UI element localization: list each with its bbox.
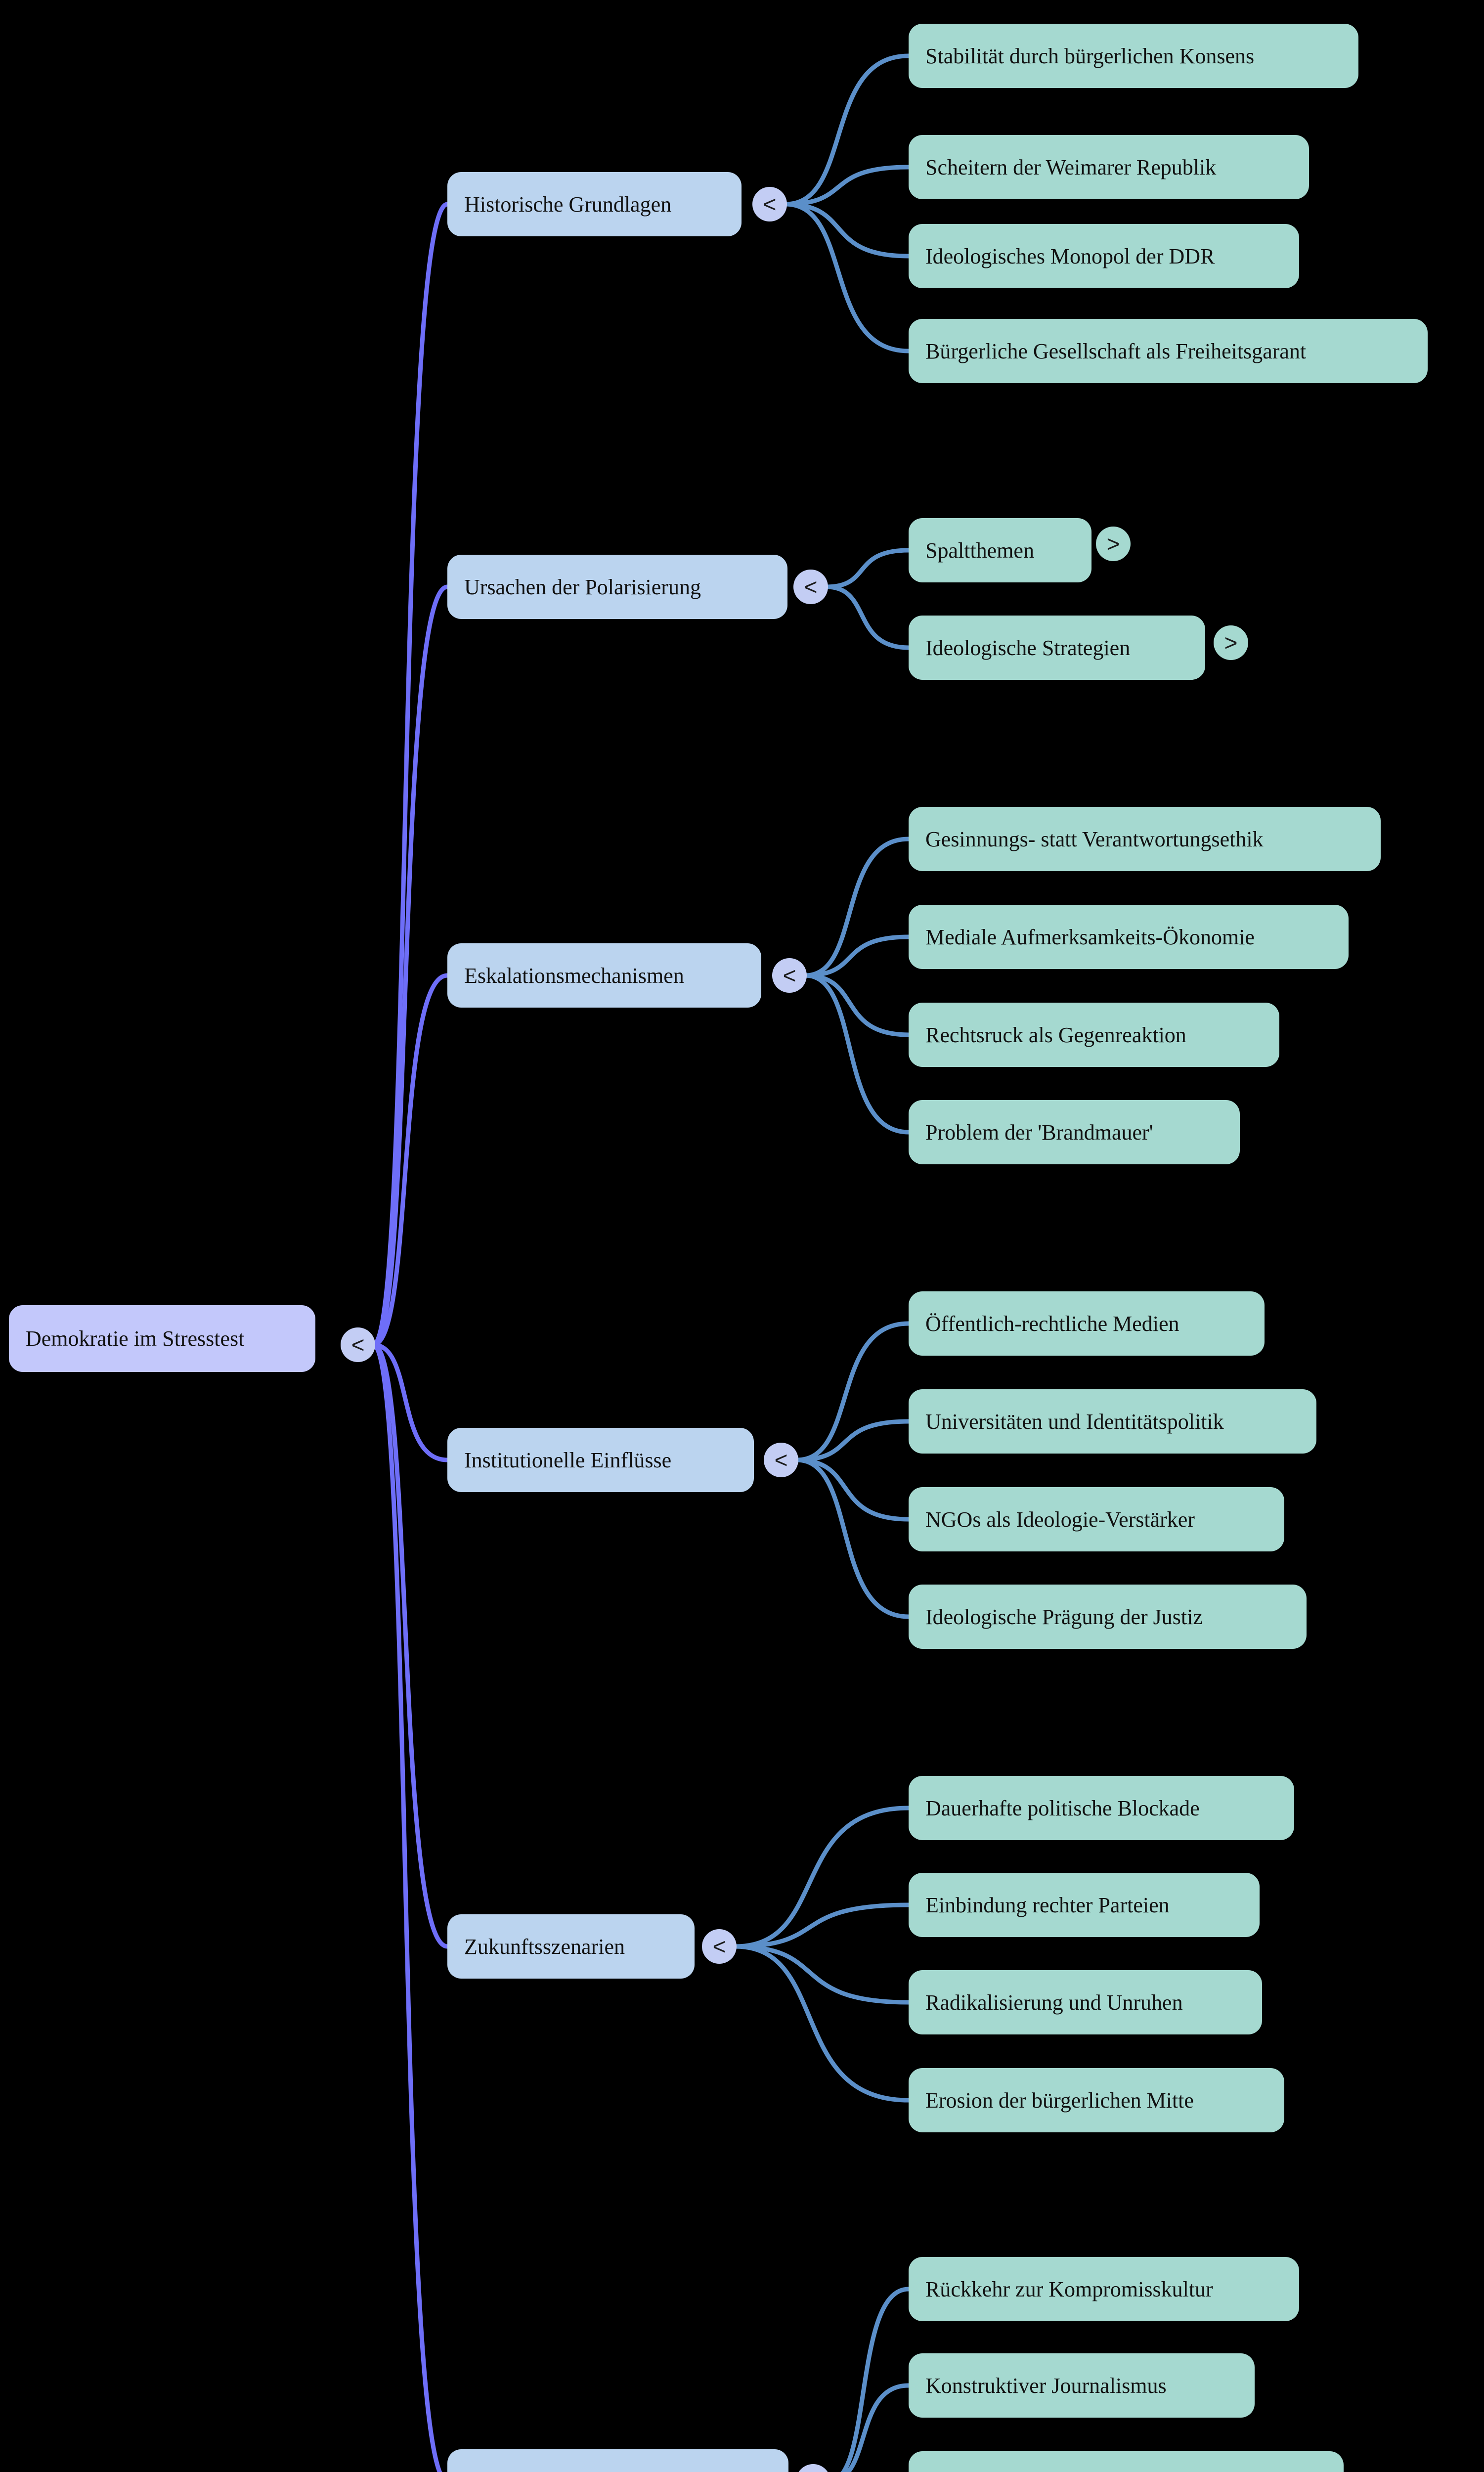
branch-0[interactable]: Historische Grundlagen bbox=[447, 172, 742, 236]
branch-3-leaf-1[interactable]: Universitäten und Identitätspolitik bbox=[909, 1389, 1316, 1454]
branch-1-leaf-1-label: Ideologische Strategien bbox=[925, 635, 1131, 660]
branch-3-leaf-2[interactable]: NGOs als Ideologie-Verstärker bbox=[909, 1487, 1284, 1551]
branch-1-label: Ursachen der Polarisierung bbox=[464, 574, 701, 599]
branch-2-leaf-2-label: Rechtsruck als Gegenreaktion bbox=[925, 1022, 1186, 1047]
branch-2-leaf-0-label: Gesinnungs- statt Verantwortungsethik bbox=[925, 827, 1264, 851]
branch-2-leaf-2[interactable]: Rechtsruck als Gegenreaktion bbox=[909, 1003, 1279, 1067]
branch-3-leaf-2-label: NGOs als Ideologie-Verstärker bbox=[925, 1507, 1195, 1532]
branch-0-leaf-2-label: Ideologisches Monopol der DDR bbox=[925, 244, 1215, 268]
branch-2-leaf-0[interactable]: Gesinnungs- statt Verantwortungsethik bbox=[909, 807, 1381, 871]
branch-2-collapse-toggle-icon[interactable]: < bbox=[772, 958, 807, 993]
branch-5-leaf-1[interactable]: Konstruktiver Journalismus bbox=[909, 2353, 1255, 2418]
branch-4-leaf-3-label: Erosion der bürgerlichen Mitte bbox=[925, 2088, 1194, 2113]
branch-5[interactable]: Therapieansätze (Auswege) bbox=[447, 2449, 788, 2472]
branch-4-leaf-1[interactable]: Einbindung rechter Parteien bbox=[909, 1873, 1260, 1937]
branch-0-leaf-3[interactable]: Bürgerliche Gesellschaft als Freiheitsga… bbox=[909, 319, 1428, 383]
branch-2[interactable]: Eskalationsmechanismen bbox=[447, 943, 761, 1008]
branch-4-leaf-2-label: Radikalisierung und Unruhen bbox=[925, 1990, 1183, 2015]
branch-5-leaf-2[interactable]: Nüchterne Steuerung der Migration bbox=[909, 2451, 1344, 2472]
branch-3-label: Institutionelle Einflüsse bbox=[464, 1448, 672, 1472]
branch-1-collapse-toggle-icon[interactable]: < bbox=[793, 570, 828, 604]
branch-4-leaf-2[interactable]: Radikalisierung und Unruhen bbox=[909, 1970, 1262, 2034]
branch-5-leaf-0-label: Rückkehr zur Kompromisskultur bbox=[925, 2277, 1213, 2301]
branch-4-label: Zukunftsszenarien bbox=[464, 1934, 625, 1959]
branch-3-leaf-1-label: Universitäten und Identitätspolitik bbox=[925, 1409, 1224, 1434]
branch-5-leaf-0[interactable]: Rückkehr zur Kompromisskultur bbox=[909, 2257, 1299, 2321]
branch-0-leaf-1[interactable]: Scheitern der Weimarer Republik bbox=[909, 135, 1309, 199]
branch-4[interactable]: Zukunftsszenarien bbox=[447, 1914, 695, 1979]
branch-2-leaf-1-label: Mediale Aufmerksamkeits-Ökonomie bbox=[925, 925, 1255, 949]
branch-1-leaf-0-label: Spaltthemen bbox=[925, 538, 1034, 563]
branch-0-collapse-toggle-icon[interactable]: < bbox=[752, 187, 787, 221]
branch-4-leaf-1-label: Einbindung rechter Parteien bbox=[925, 1893, 1170, 1917]
branch-2-leaf-3-label: Problem der 'Brandmauer' bbox=[925, 1120, 1153, 1145]
branch-5-collapse-toggle-icon[interactable]: < bbox=[796, 2464, 830, 2472]
branch-4-leaf-0-label: Dauerhafte politische Blockade bbox=[925, 1796, 1200, 1820]
branch-3-leaf-0-label: Öffentlich-rechtliche Medien bbox=[925, 1311, 1179, 1336]
root-collapse-toggle-icon[interactable]: < bbox=[341, 1327, 375, 1362]
branch-3-collapse-toggle-icon[interactable]: < bbox=[764, 1443, 798, 1477]
branch-2-label: Eskalationsmechanismen bbox=[464, 963, 684, 988]
root-label: Demokratie im Stresstest bbox=[26, 1326, 245, 1351]
branch-0-leaf-3-label: Bürgerliche Gesellschaft als Freiheitsga… bbox=[925, 339, 1307, 363]
branch-0-leaf-0[interactable]: Stabilität durch bürgerlichen Konsens bbox=[909, 24, 1358, 88]
branch-1[interactable]: Ursachen der Polarisierung bbox=[447, 555, 787, 619]
branch-0-leaf-0-label: Stabilität durch bürgerlichen Konsens bbox=[925, 44, 1255, 68]
branch-1-leaf-1[interactable]: Ideologische Strategien bbox=[909, 616, 1205, 680]
branch-5-leaf-2-label: Nüchterne Steuerung der Migration bbox=[909, 2471, 1252, 2472]
branch-2-leaf-1[interactable]: Mediale Aufmerksamkeits-Ökonomie bbox=[909, 905, 1349, 969]
branch-2-leaf-3[interactable]: Problem der 'Brandmauer' bbox=[909, 1100, 1240, 1164]
branch-3-leaf-3[interactable]: Ideologische Prägung der Justiz bbox=[909, 1585, 1307, 1649]
branch-1-leaf-0-expand-toggle-icon[interactable]: > bbox=[1096, 527, 1131, 561]
branch-0-leaf-1-label: Scheitern der Weimarer Republik bbox=[925, 155, 1217, 179]
root-node[interactable]: Demokratie im Stresstest bbox=[9, 1305, 315, 1372]
branch-3-leaf-3-label: Ideologische Prägung der Justiz bbox=[925, 1604, 1203, 1629]
branch-0-label: Historische Grundlagen bbox=[464, 192, 672, 217]
branch-1-leaf-0[interactable]: Spaltthemen bbox=[909, 518, 1091, 582]
branch-5-leaf-1-label: Konstruktiver Journalismus bbox=[925, 2373, 1167, 2398]
branch-4-leaf-0[interactable]: Dauerhafte politische Blockade bbox=[909, 1776, 1294, 1840]
branch-3[interactable]: Institutionelle Einflüsse bbox=[447, 1428, 754, 1492]
branch-4-collapse-toggle-icon[interactable]: < bbox=[702, 1929, 737, 1964]
branch-0-leaf-2[interactable]: Ideologisches Monopol der DDR bbox=[909, 224, 1299, 288]
branch-1-leaf-1-expand-toggle-icon[interactable]: > bbox=[1214, 625, 1248, 660]
branch-3-leaf-0[interactable]: Öffentlich-rechtliche Medien bbox=[909, 1291, 1265, 1356]
branch-4-leaf-3[interactable]: Erosion der bürgerlichen Mitte bbox=[909, 2068, 1284, 2132]
branch-5-label: Therapieansätze (Auswege) bbox=[447, 2469, 723, 2472]
